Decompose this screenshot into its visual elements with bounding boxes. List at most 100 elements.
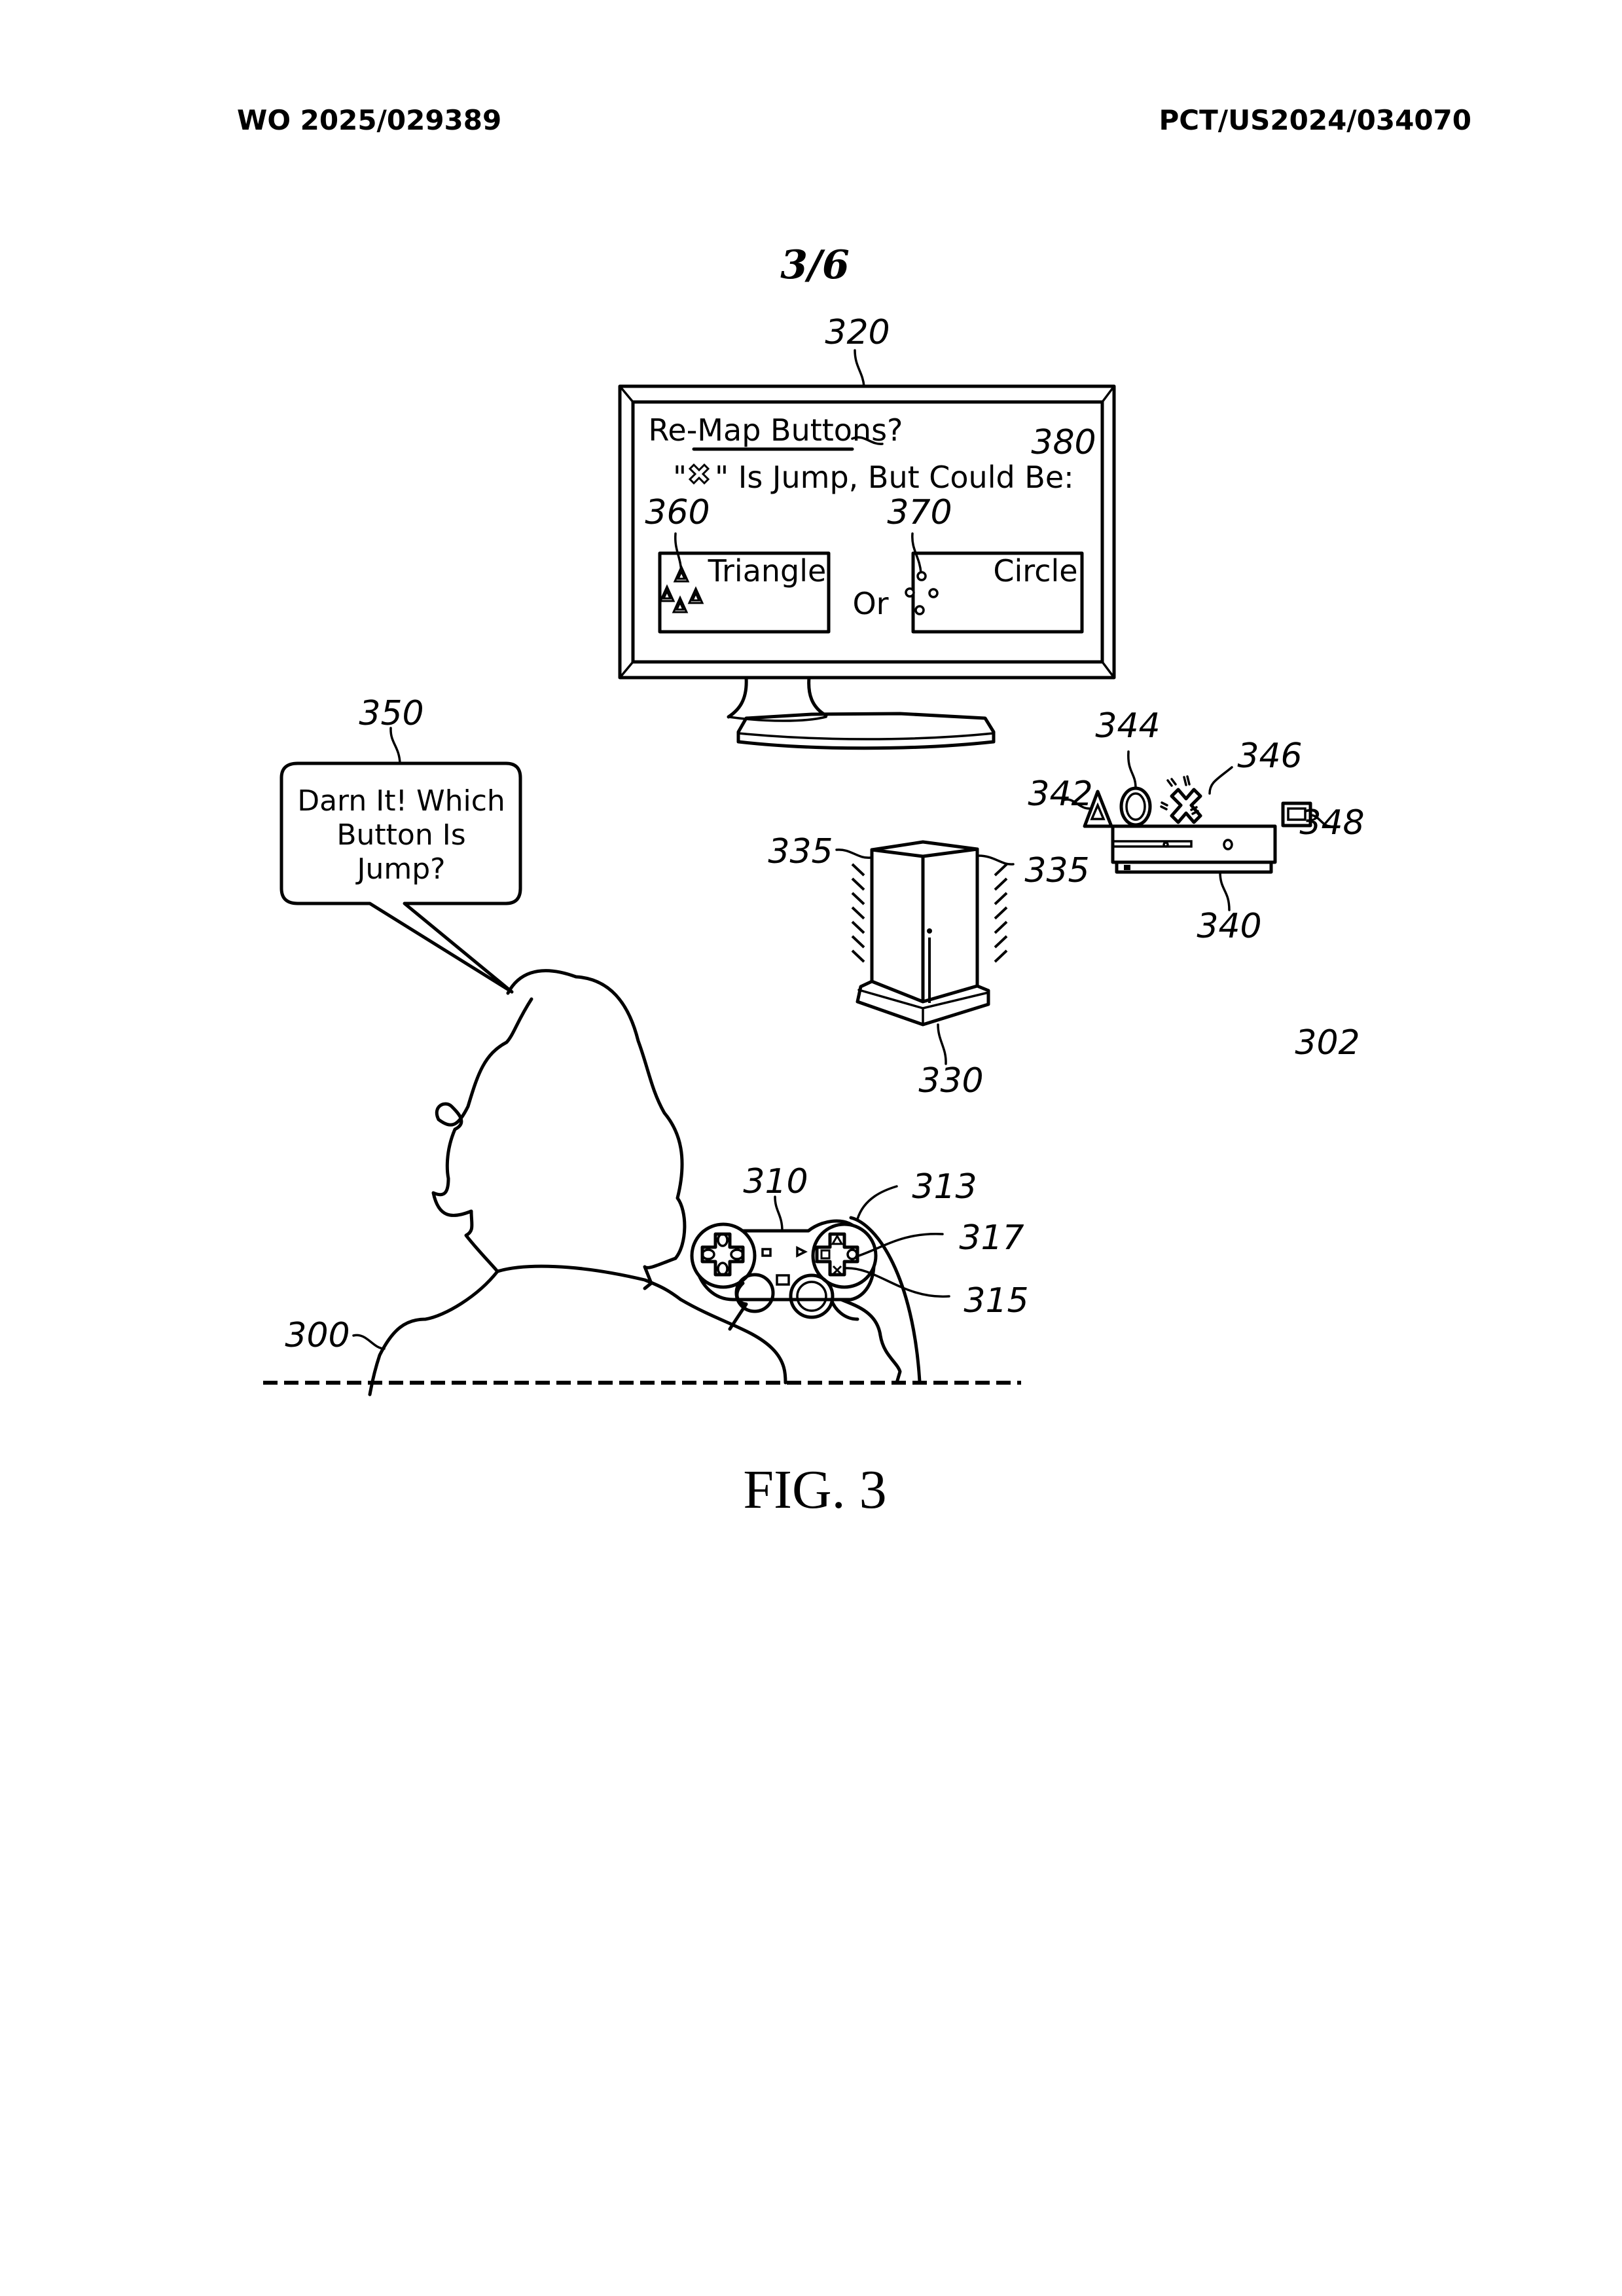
display-monitor: 320 Re-Map Buttons? 380 " " Is Jump, But… — [618, 313, 1116, 750]
leader-line-display — [854, 349, 865, 388]
ref-label-console: 340 — [1197, 907, 1261, 946]
leader-line-console — [1219, 871, 1231, 911]
controller-select-button[interactable] — [761, 1248, 772, 1257]
circle-button-icon — [905, 571, 939, 615]
ref-label-controller: 310 — [743, 1162, 808, 1201]
leader-line-speech-bubble — [389, 727, 401, 765]
controller-triangle-button[interactable] — [831, 1234, 844, 1245]
user-face-profile — [431, 997, 533, 1273]
user-head-back — [506, 969, 687, 1260]
ref-label-cross-symbol: 346 — [1237, 737, 1302, 776]
triangle-symbol — [1083, 790, 1113, 828]
ref-label-controller-button-3: 315 — [964, 1281, 1028, 1321]
ref-label-sound-right: 335 — [1024, 851, 1089, 890]
prompt-line: " Is Jump, But Could Be: — [715, 460, 1074, 495]
controller-right-stick-inner — [796, 1281, 827, 1312]
user-collar — [643, 1256, 677, 1290]
option-box-triangle[interactable] — [658, 551, 831, 634]
console-disc-slot — [1111, 840, 1193, 848]
application-number: PCT/US2024/034070 — [1159, 104, 1471, 136]
user-shoulder-line — [496, 1264, 683, 1302]
speaker-edges — [870, 847, 979, 1009]
speech-bubble-outline — [279, 761, 522, 994]
cross-symbol — [1160, 775, 1202, 824]
user-arm — [679, 1298, 787, 1385]
leader-line-controller — [774, 1195, 784, 1232]
controller-face-buttons[interactable] — [815, 1232, 859, 1277]
ref-label-prompt: 380 — [1031, 423, 1096, 462]
user-right-hand — [839, 1298, 902, 1385]
leader-line-controller-button-1 — [856, 1185, 898, 1220]
monitor-neck — [727, 676, 828, 719]
speaker-indicator — [927, 928, 932, 934]
monitor-base — [736, 712, 996, 750]
speech-bubble: 350 Darn It! Which Button Is Jump? — [279, 694, 522, 994]
option-label-circle: Circle — [993, 553, 1077, 589]
ref-label-option-triangle: 360 — [645, 493, 710, 532]
ref-label-display: 320 — [825, 313, 890, 352]
publication-number: WO 2025/029389 — [237, 104, 501, 136]
prompt-quote-open: " — [673, 460, 687, 495]
controller-start-button[interactable] — [796, 1246, 808, 1258]
controller-square-button[interactable] — [820, 1249, 831, 1260]
leader-line-speaker — [937, 1023, 947, 1065]
speaker: 335 335 330 — [768, 832, 1089, 1101]
figure-caption: FIG. 3 — [743, 1459, 886, 1520]
leader-line-square-symbol — [1309, 814, 1331, 828]
controller-left-grip — [690, 1222, 757, 1289]
leader-line-triangle-symbol — [1062, 798, 1090, 810]
monitor-bezel-outer — [618, 384, 1116, 680]
leader-line-cross-symbol — [1208, 766, 1233, 795]
speech-line-3: Jump? — [355, 852, 445, 886]
controller-center-button[interactable] — [776, 1274, 790, 1286]
speaker-light-strip — [928, 938, 931, 1003]
square-symbol — [1281, 801, 1312, 828]
ref-label-environment: 302 — [1295, 1023, 1360, 1063]
console-power-button[interactable] — [1223, 839, 1233, 850]
ref-label-option-circle: 370 — [887, 493, 952, 532]
user-figure — [368, 969, 687, 1396]
ref-label-square-symbol: 348 — [1299, 803, 1364, 843]
leader-line-circle-symbol — [1127, 750, 1137, 790]
leader-line-controller-button-3 — [844, 1267, 950, 1298]
user-back — [368, 1269, 499, 1396]
ref-label-circle-symbol: 344 — [1095, 706, 1160, 746]
console-lower — [1115, 860, 1273, 874]
cross-button-icon — [688, 463, 710, 485]
game-console: 342 344 346 348 340 — [1028, 706, 1364, 946]
speaker-base-edge — [857, 989, 990, 1026]
leader-line-sound-left — [835, 848, 872, 859]
leader-line-sound-right — [977, 854, 1015, 866]
game-controller: 310 313 — [679, 1162, 1029, 1385]
controller-right-stick[interactable] — [789, 1273, 835, 1319]
ref-label-speaker: 330 — [918, 1061, 983, 1101]
sound-waves-right — [994, 863, 1008, 963]
ref-label-user: 300 — [285, 1316, 350, 1355]
user-right-thumb — [829, 1298, 859, 1321]
monitor-screen — [631, 400, 1104, 664]
user-left-thumb — [728, 1281, 748, 1331]
leader-line-user — [352, 1334, 386, 1350]
controller-circle-button[interactable] — [846, 1248, 858, 1260]
sheet-number: 3/6 — [780, 242, 849, 288]
ref-label-controller-button-1: 313 — [912, 1167, 977, 1207]
console-port — [1124, 865, 1130, 870]
controller-dpad[interactable] — [700, 1232, 745, 1277]
controller-cross-button[interactable] — [832, 1265, 842, 1275]
ref-label-controller-button-2: 317 — [959, 1218, 1024, 1258]
option-separator: Or — [852, 586, 888, 621]
prompt-title: Re-Map Buttons? — [649, 412, 903, 448]
monitor-neck-base — [727, 716, 827, 722]
speaker-base — [856, 979, 990, 1027]
speech-line-1: Darn It! Which — [297, 784, 505, 818]
leader-line-prompt — [851, 436, 884, 445]
console-eject-button[interactable] — [1162, 841, 1169, 848]
user-right-arm — [849, 1216, 922, 1383]
monitor-bezel-bevels — [619, 385, 1115, 679]
option-label-triangle: Triangle — [708, 553, 827, 589]
triangle-button-icon — [658, 564, 704, 613]
ref-label-sound-left: 335 — [768, 832, 833, 871]
console-body — [1111, 824, 1277, 864]
sound-waves-left — [851, 863, 865, 963]
